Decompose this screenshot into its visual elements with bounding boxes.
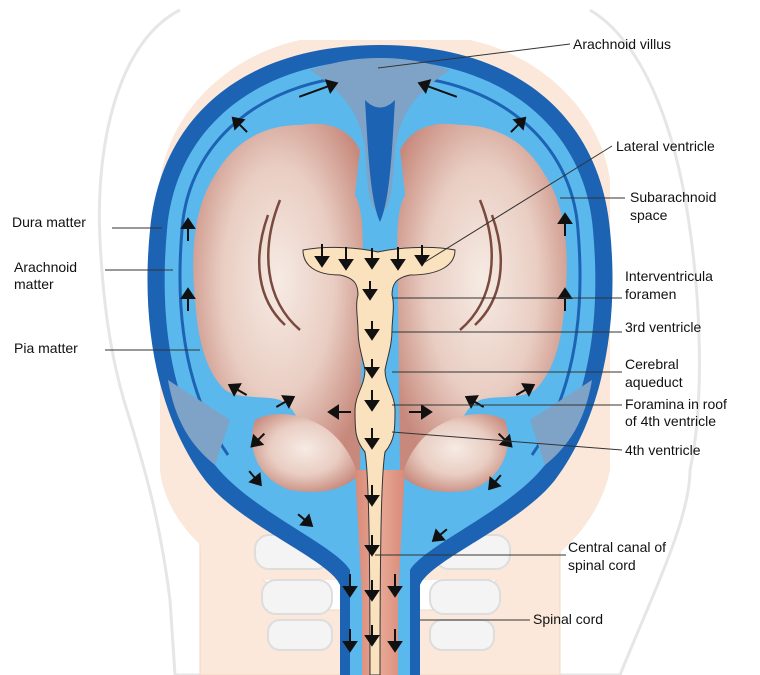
label-subarachnoid-space-line2: space — [630, 207, 668, 223]
label-fourth-ventricle: 4th ventricle — [625, 442, 701, 458]
label-subarachnoid-space-line1: Subarachnoid — [630, 189, 716, 205]
label-pia-matter: Pia matter — [14, 340, 78, 356]
label-central-canal-line2: spinal cord — [568, 557, 636, 573]
label-foramina-roof-line1: Foramina in roof — [625, 396, 727, 412]
label-third-ventricle: 3rd ventricle — [625, 319, 701, 335]
label-interventricular-foramen-line2: foramen — [625, 286, 676, 302]
label-arachnoid-matter-line1: Arachnoid — [14, 259, 77, 275]
label-dura-matter: Dura matter — [12, 214, 86, 230]
label-interventricular-foramen-line1: Interventricula — [625, 268, 713, 284]
label-spinal-cord: Spinal cord — [533, 611, 603, 627]
label-arachnoid-matter-line2: matter — [14, 276, 54, 292]
label-arachnoid-villus: Arachnoid villus — [573, 36, 671, 52]
label-cerebral-aqueduct-line2: aqueduct — [625, 374, 683, 390]
label-central-canal-line1: Central canal of — [568, 539, 666, 555]
label-foramina-roof-line2: of 4th ventricle — [625, 413, 716, 429]
label-lateral-ventricle: Lateral ventricle — [616, 138, 715, 154]
label-cerebral-aqueduct-line1: Cerebral — [625, 356, 679, 372]
